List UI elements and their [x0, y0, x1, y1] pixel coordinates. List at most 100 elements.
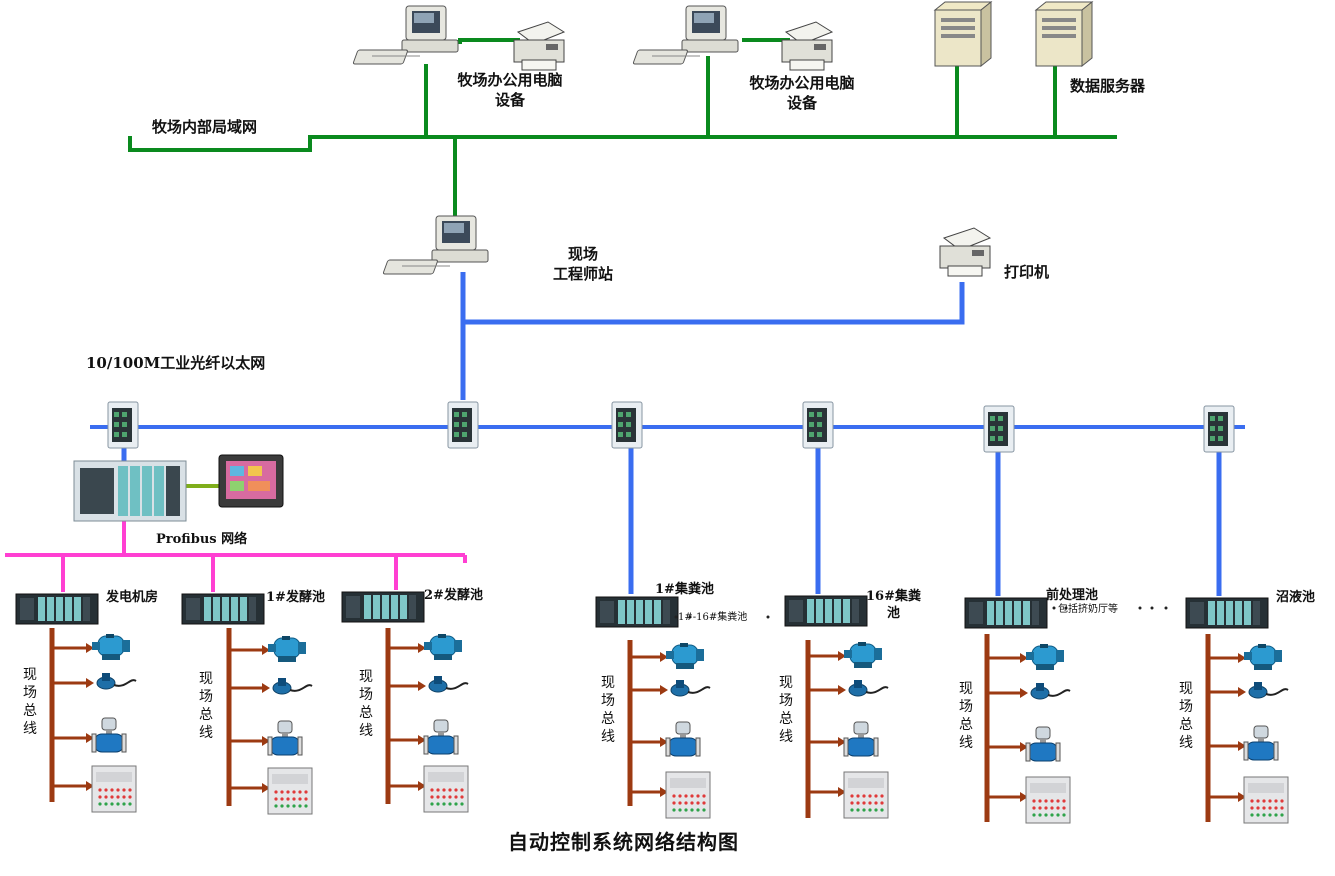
arrow-head	[660, 685, 668, 695]
arrow-head	[1020, 653, 1028, 663]
data-server-label: 数据服务器	[1070, 77, 1146, 95]
switch-3-icon	[611, 401, 643, 449]
flowmeter-icon	[91, 717, 127, 753]
plc-icon	[595, 596, 679, 628]
office-printer-1-icon	[513, 21, 565, 71]
fieldbus-label-3: 现场总线	[359, 669, 373, 739]
arrow-head	[262, 645, 270, 655]
plc-icon	[784, 595, 868, 627]
motor-icon	[91, 633, 131, 661]
office-pc-1-label: 牧场办公用电脑 设备	[457, 71, 563, 109]
note-1-16-label: 1#-16#集粪池	[678, 612, 748, 623]
continuation-dot	[1138, 606, 1142, 610]
arrow-head	[262, 783, 270, 793]
motor-icon	[1243, 643, 1283, 671]
flowmeter-icon	[423, 719, 459, 755]
flowmeter-icon	[843, 721, 879, 757]
arrow-head	[1020, 792, 1028, 802]
field-station-4	[595, 596, 711, 819]
office-printer-2-icon	[781, 21, 833, 71]
switch-5-icon	[983, 405, 1015, 453]
field-station-5	[784, 595, 889, 819]
motor-icon	[423, 633, 463, 661]
office-pc-1-icon	[352, 5, 459, 65]
plc-icon	[964, 597, 1048, 629]
field-station-1	[15, 593, 137, 813]
arrow-head	[418, 681, 426, 691]
fieldbus-label-7: 现场总线	[1179, 681, 1193, 751]
continuation-dot	[766, 615, 770, 619]
sensor-icon	[670, 679, 711, 697]
continuation-dot	[1064, 606, 1068, 610]
lan-lines	[128, 38, 1117, 218]
station-label-5: 16#集粪 池	[866, 589, 921, 621]
switch-6-icon	[1203, 405, 1235, 453]
flowmeter-icon	[267, 720, 303, 756]
hmi-panel-icon	[218, 454, 284, 508]
sensor-icon	[428, 675, 469, 693]
office-pc-2-icon	[632, 5, 739, 65]
arrow-head	[838, 787, 846, 797]
field-station-3	[341, 591, 469, 813]
station-label-4: 1#集粪池	[655, 582, 714, 597]
arrow-head	[1238, 741, 1246, 751]
field-station-2	[181, 593, 313, 815]
arrow-head	[660, 737, 668, 747]
sensor-icon	[272, 677, 313, 695]
continuation-dot	[1052, 606, 1056, 610]
printer-label: 打印机	[1004, 263, 1050, 281]
arrow-head	[262, 683, 270, 693]
server-2-icon	[1035, 1, 1093, 67]
motor-icon	[843, 641, 883, 669]
switch-2-icon	[447, 401, 479, 449]
sensor-icon	[1248, 681, 1289, 699]
station-label-1: 发电机房	[106, 590, 159, 605]
arrow-head	[418, 643, 426, 653]
fieldbus-label-6: 现场总线	[959, 681, 973, 751]
ethernet-lines	[460, 272, 965, 400]
arrow-head	[86, 781, 94, 791]
arrow-head	[86, 678, 94, 688]
arrow-head	[262, 736, 270, 746]
station-label-3: 2#发酵池	[424, 588, 483, 603]
cabinet-icon	[1243, 776, 1289, 824]
plc-icon	[15, 593, 99, 625]
cabinet-icon	[843, 771, 889, 819]
motor-icon	[665, 642, 705, 670]
arrow-head	[1238, 792, 1246, 802]
station-label-7: 沼液池	[1276, 590, 1316, 605]
diagram-title: 自动控制系统网络结构图	[508, 830, 739, 854]
plc-icon	[341, 591, 425, 623]
cabinet-icon	[91, 765, 137, 813]
sensor-icon	[1030, 682, 1071, 700]
continuation-dot	[688, 615, 692, 619]
server-1-icon	[934, 1, 992, 67]
flowmeter-icon	[1243, 725, 1279, 761]
arrow-head	[660, 652, 668, 662]
arrow-head	[86, 733, 94, 743]
arrow-head	[1020, 742, 1028, 752]
sensor-icon	[848, 679, 889, 697]
field-station-7	[1185, 597, 1289, 824]
cabinet-icon	[267, 767, 313, 815]
arrow-head	[1238, 653, 1246, 663]
cabinet-icon	[423, 765, 469, 813]
continuation-dot	[674, 615, 678, 619]
fieldbus-label-5: 现场总线	[779, 675, 793, 745]
engineer-pc-icon	[382, 215, 489, 275]
continuation-dot	[1150, 606, 1154, 610]
plc-icon	[1185, 597, 1269, 629]
master-plc-icon	[73, 460, 187, 522]
flowmeter-icon	[1025, 726, 1061, 762]
arrow-head	[1238, 687, 1246, 697]
motor-icon	[267, 635, 307, 663]
fieldbus-label-2: 现场总线	[199, 671, 213, 741]
note-milking-label: 包括挤奶厅等	[1058, 604, 1118, 615]
profibus-label: Profibus 网络	[156, 532, 248, 547]
motor-icon	[1025, 643, 1065, 671]
arrow-head	[660, 787, 668, 797]
office-pc-2-label: 牧场办公用电脑 设备	[749, 74, 855, 112]
profibus-lines	[5, 520, 467, 592]
